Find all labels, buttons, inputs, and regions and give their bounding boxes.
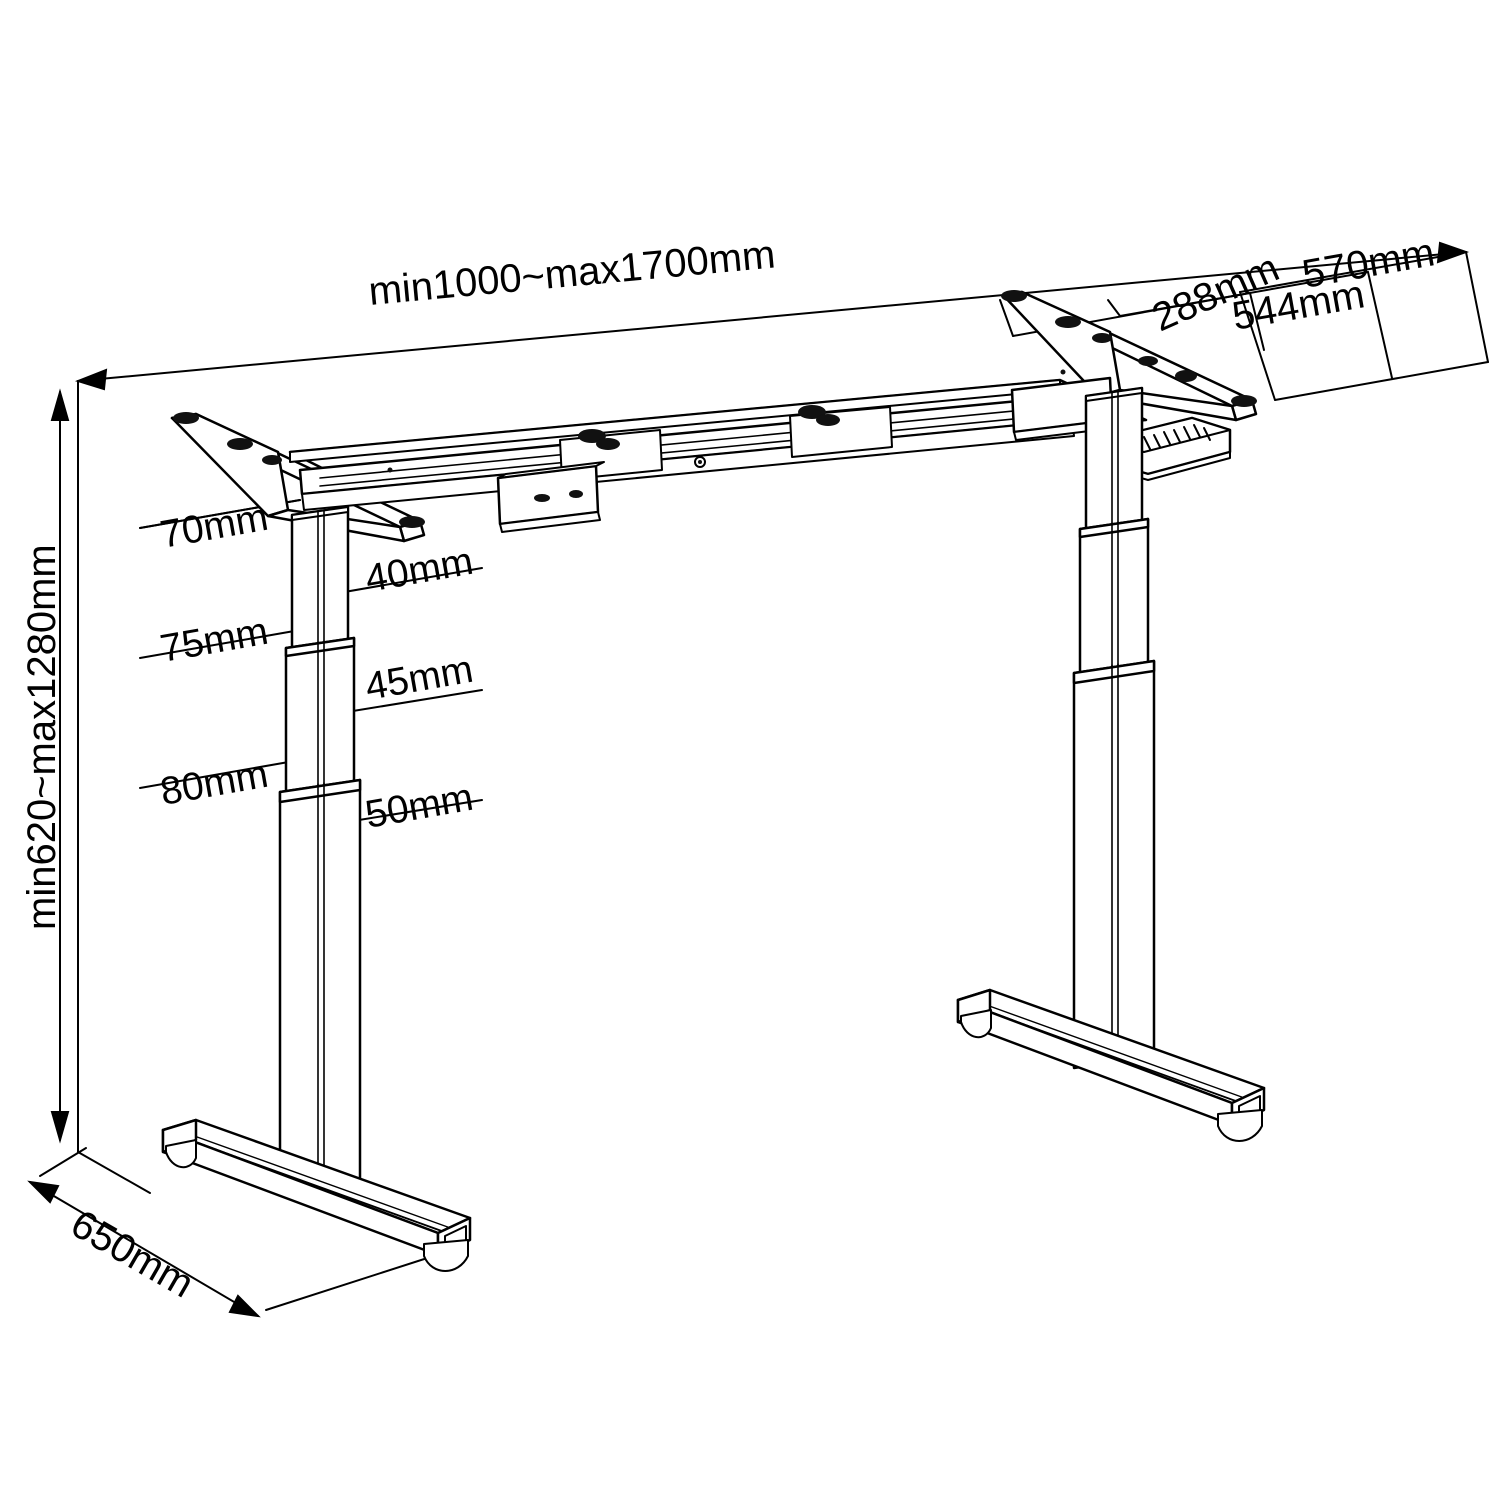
mounting-hole	[262, 455, 282, 465]
mounting-hole	[1092, 333, 1112, 343]
beam-bolt	[578, 429, 606, 443]
beam-bolt	[798, 405, 826, 419]
dim-witness-foot-back	[39, 1147, 87, 1177]
leveling-glide	[165, 1139, 197, 1168]
dim-witness-foot-front	[265, 1251, 447, 1311]
desk-frame-assembly	[161, 290, 1266, 1272]
mounting-hole	[1175, 370, 1197, 382]
mounting-hole	[1138, 356, 1158, 366]
dim-ext-570-right	[1465, 251, 1489, 363]
mounting-hole	[173, 412, 199, 424]
right-telescoping-column	[1072, 386, 1156, 1070]
beam-bolt	[596, 438, 620, 450]
screw-detail	[1060, 369, 1066, 375]
mounting-hole	[227, 438, 253, 450]
dim-arrow-depth-top	[27, 1180, 60, 1204]
dim-arrow-depth-bottom	[228, 1294, 261, 1318]
left-foot-beam	[161, 1118, 472, 1272]
dim-arrow-width-right	[1436, 241, 1470, 264]
dim-arrow-height-top	[50, 388, 70, 421]
dim-line-width	[77, 251, 1467, 382]
mounting-hole	[1001, 290, 1027, 302]
box-bolt	[569, 490, 583, 498]
dim-ext-570-left	[1239, 291, 1276, 401]
beam-bolt	[816, 414, 840, 426]
dim-arrow-height-bottom	[50, 1111, 70, 1144]
dim-line-75	[139, 629, 301, 659]
leveling-glide	[1217, 1109, 1263, 1142]
right-foot-beam	[956, 988, 1266, 1142]
left-telescoping-column	[278, 505, 362, 1194]
motor-control-box	[496, 461, 605, 533]
telescoping-crossbeam	[288, 369, 1148, 511]
dim-line-570-upper	[1239, 251, 1467, 293]
dim-line-80	[139, 759, 301, 789]
box-bolt	[534, 494, 550, 502]
dim-witness-rail-mid	[1107, 299, 1121, 317]
screw-detail	[387, 467, 393, 473]
dim-line-foot-depth	[29, 1181, 259, 1317]
dimension-lines-group	[27, 241, 1489, 1318]
dim-witness-rail-inner	[999, 299, 1014, 337]
mounting-hole	[1055, 316, 1081, 328]
dim-ext-288-right	[1249, 292, 1265, 351]
right-mounting-rail	[1001, 290, 1258, 422]
mounting-hole	[399, 516, 425, 528]
dim-arrow-width-left	[74, 368, 108, 391]
dim-line-570-lower	[1274, 361, 1489, 401]
dim-ext-bottom-left-diag	[77, 1151, 151, 1194]
dim-ext-544-right	[1367, 271, 1393, 379]
leveling-glide	[423, 1239, 469, 1272]
dim-label-height: min620~max1280mm	[20, 544, 64, 930]
mounting-hole	[1231, 395, 1257, 407]
leveling-glide	[960, 1009, 992, 1038]
